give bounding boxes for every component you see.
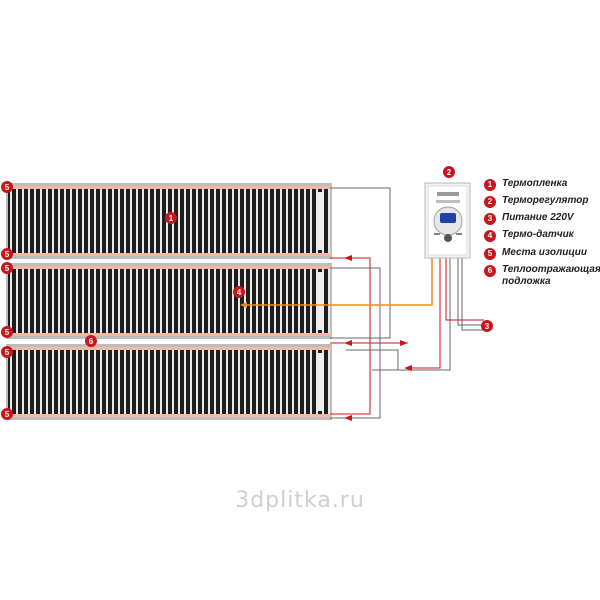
legend-badge: 6 — [484, 265, 496, 277]
legend-item-insulation: 5 Места изолиции — [484, 247, 600, 260]
marker-film: 1 — [165, 212, 177, 224]
svg-text:5: 5 — [5, 410, 10, 419]
svg-text:5: 5 — [5, 264, 10, 273]
marker-insulation-6: 5 — [1, 408, 13, 420]
legend-item-power: 3 Питание 220V — [484, 212, 600, 225]
thermostat-device — [424, 182, 471, 259]
film-strip-bottom — [6, 344, 332, 420]
svg-text:3: 3 — [485, 322, 490, 331]
wiring — [240, 187, 484, 421]
legend-label: Теплоотражающая подложка — [502, 264, 600, 287]
legend-item-underlay: 6 Теплоотражающая подложка — [484, 264, 600, 288]
svg-text:5: 5 — [5, 348, 10, 357]
svg-text:5: 5 — [5, 328, 10, 337]
svg-text:2: 2 — [447, 168, 452, 177]
legend-item-thermostat: 2 Терморегулятор — [484, 195, 600, 208]
marker-sensor: 4 — [233, 286, 245, 298]
watermark-text: 3dplitka.ru — [235, 488, 365, 513]
svg-text:6: 6 — [89, 337, 94, 346]
legend-label: Термо-датчик — [502, 229, 574, 240]
legend-badge: 2 — [484, 196, 496, 208]
legend-item-film: 1 Термопленка — [484, 178, 600, 191]
marker-insulation-1: 5 — [1, 181, 13, 193]
marker-insulation-5: 5 — [1, 346, 13, 358]
legend-label: Термопленка — [502, 178, 568, 189]
svg-text:5: 5 — [5, 250, 10, 259]
marker-underlay: 6 — [85, 335, 97, 347]
legend-badge: 5 — [484, 248, 496, 260]
legend-item-sensor: 4 Термо-датчик — [484, 229, 600, 242]
marker-insulation-4: 5 — [1, 326, 13, 338]
svg-text:4: 4 — [237, 288, 242, 297]
marker-power: 3 — [481, 320, 493, 332]
legend-badge: 3 — [484, 213, 496, 225]
marker-insulation-3: 5 — [1, 262, 13, 274]
marker-insulation-2: 5 — [1, 248, 13, 260]
marker-thermostat: 2 — [443, 166, 455, 178]
legend-badge: 4 — [484, 230, 496, 242]
svg-text:5: 5 — [5, 183, 10, 192]
film-strip-middle — [6, 263, 332, 339]
legend-badge: 1 — [484, 179, 496, 191]
svg-text:1: 1 — [169, 214, 174, 223]
legend-label: Терморегулятор — [502, 195, 589, 206]
legend-label: Питание 220V — [502, 212, 574, 223]
legend-label: Места изолиции — [502, 247, 587, 258]
